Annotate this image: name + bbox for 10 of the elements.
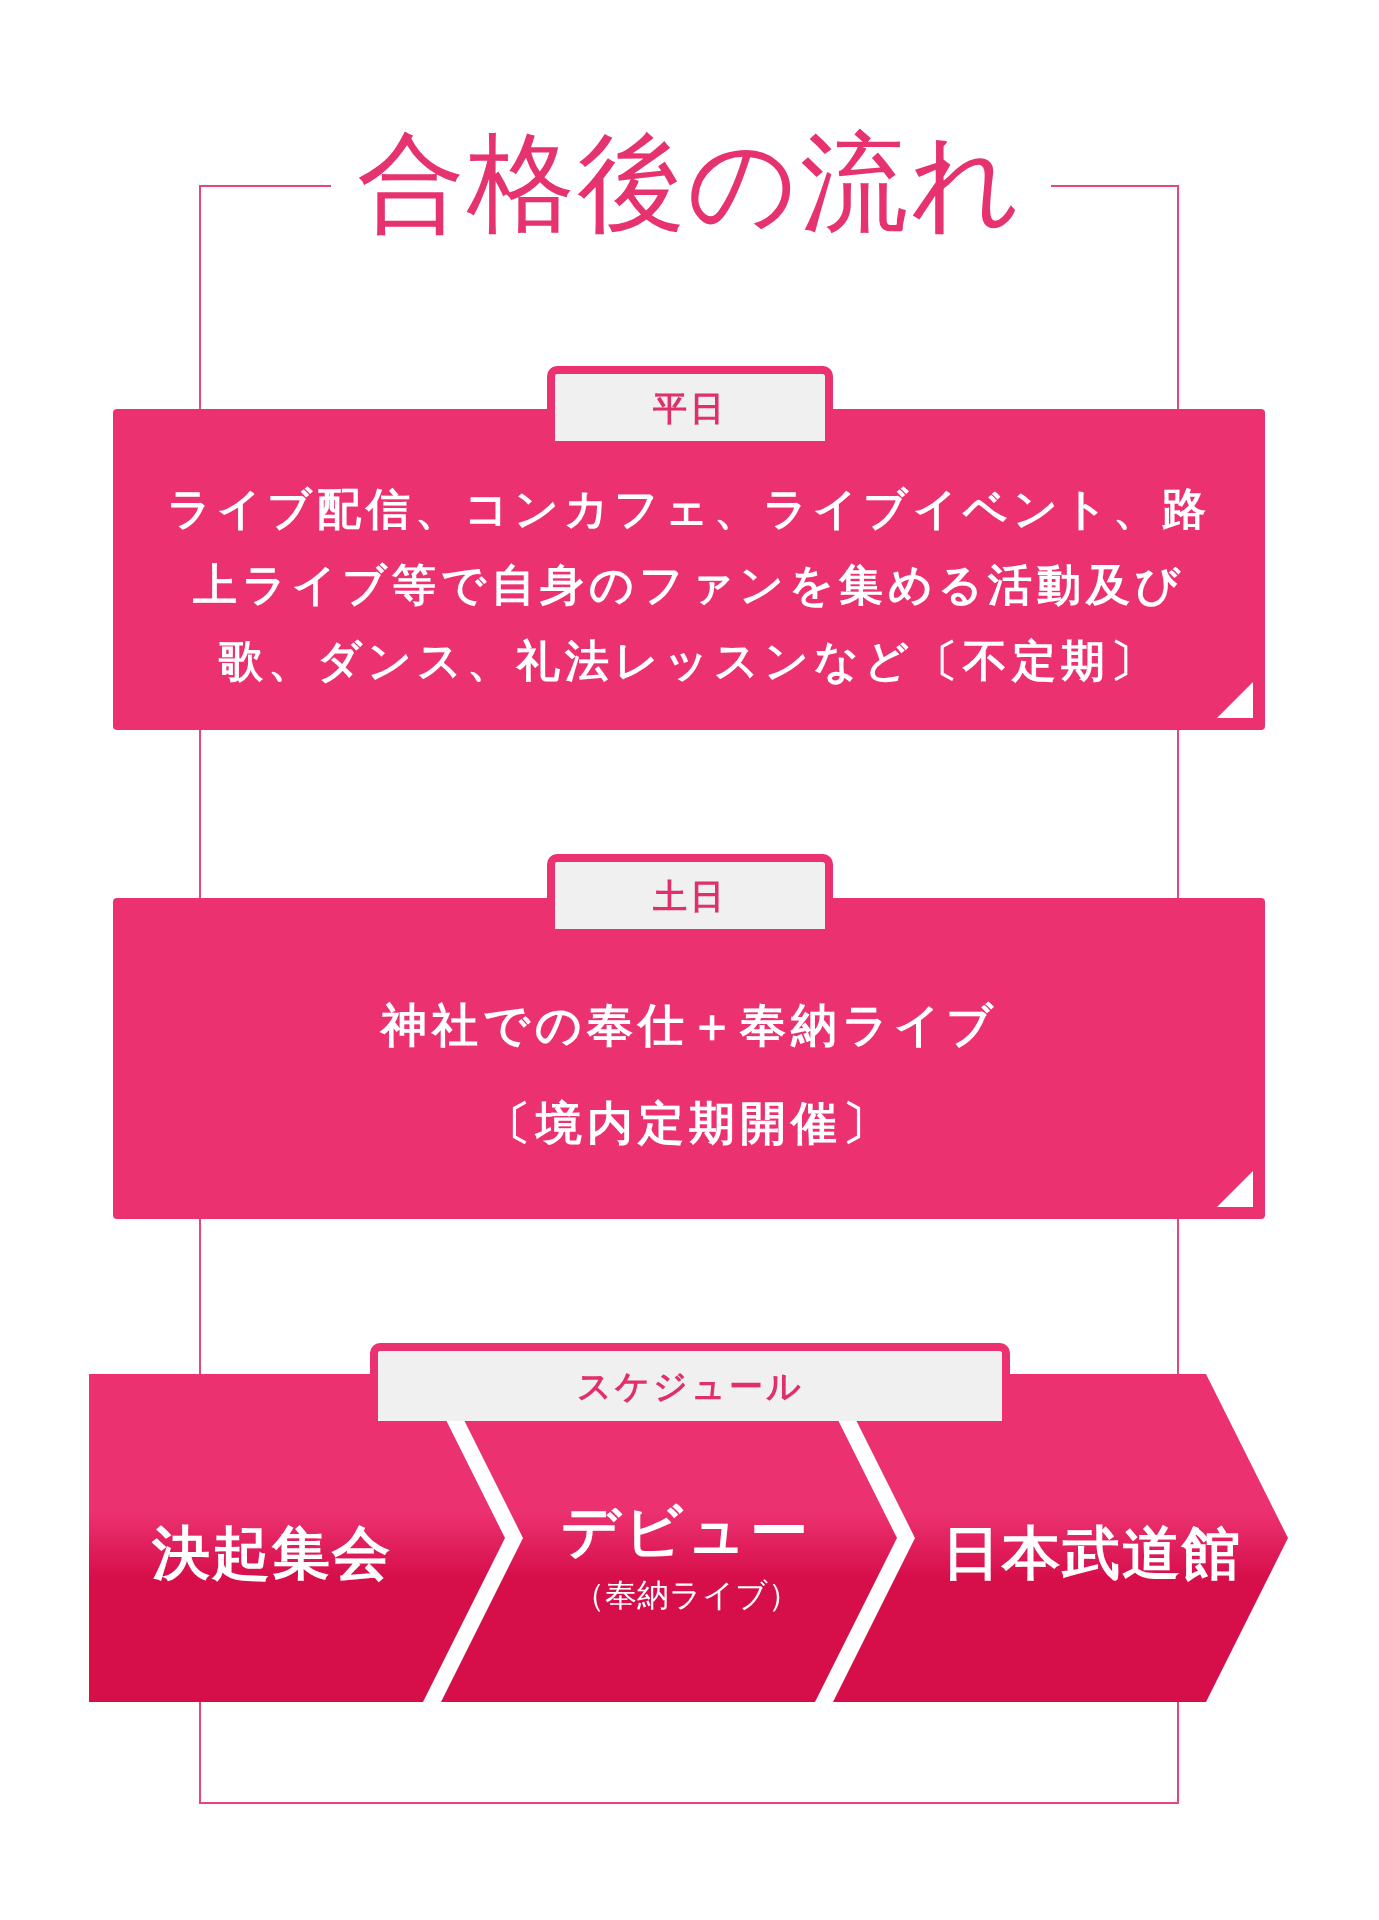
tab-label: 平日: [547, 366, 833, 441]
tab-label: 土日: [547, 854, 833, 929]
step-label: 日本武道館: [941, 1518, 1243, 1588]
step-sublabel: （奉納ライブ）: [571, 1575, 801, 1615]
box-text: ライブ配信、コンカフェ、ライブイベント、路上ライブ等で自身のファンを集める活動及び歌、ダンス、礼法レッスンなど〔不定期〕: [166, 482, 1212, 688]
step-label: デビュー: [559, 1498, 813, 1564]
tab-label: スケジュール: [370, 1343, 1010, 1421]
box-text: 神社での奉仕＋奉納ライブ〔境内定期開催〕: [379, 997, 999, 1152]
title: 合格後の流れ: [356, 119, 1024, 247]
step-label: 決起集会: [151, 1518, 393, 1588]
